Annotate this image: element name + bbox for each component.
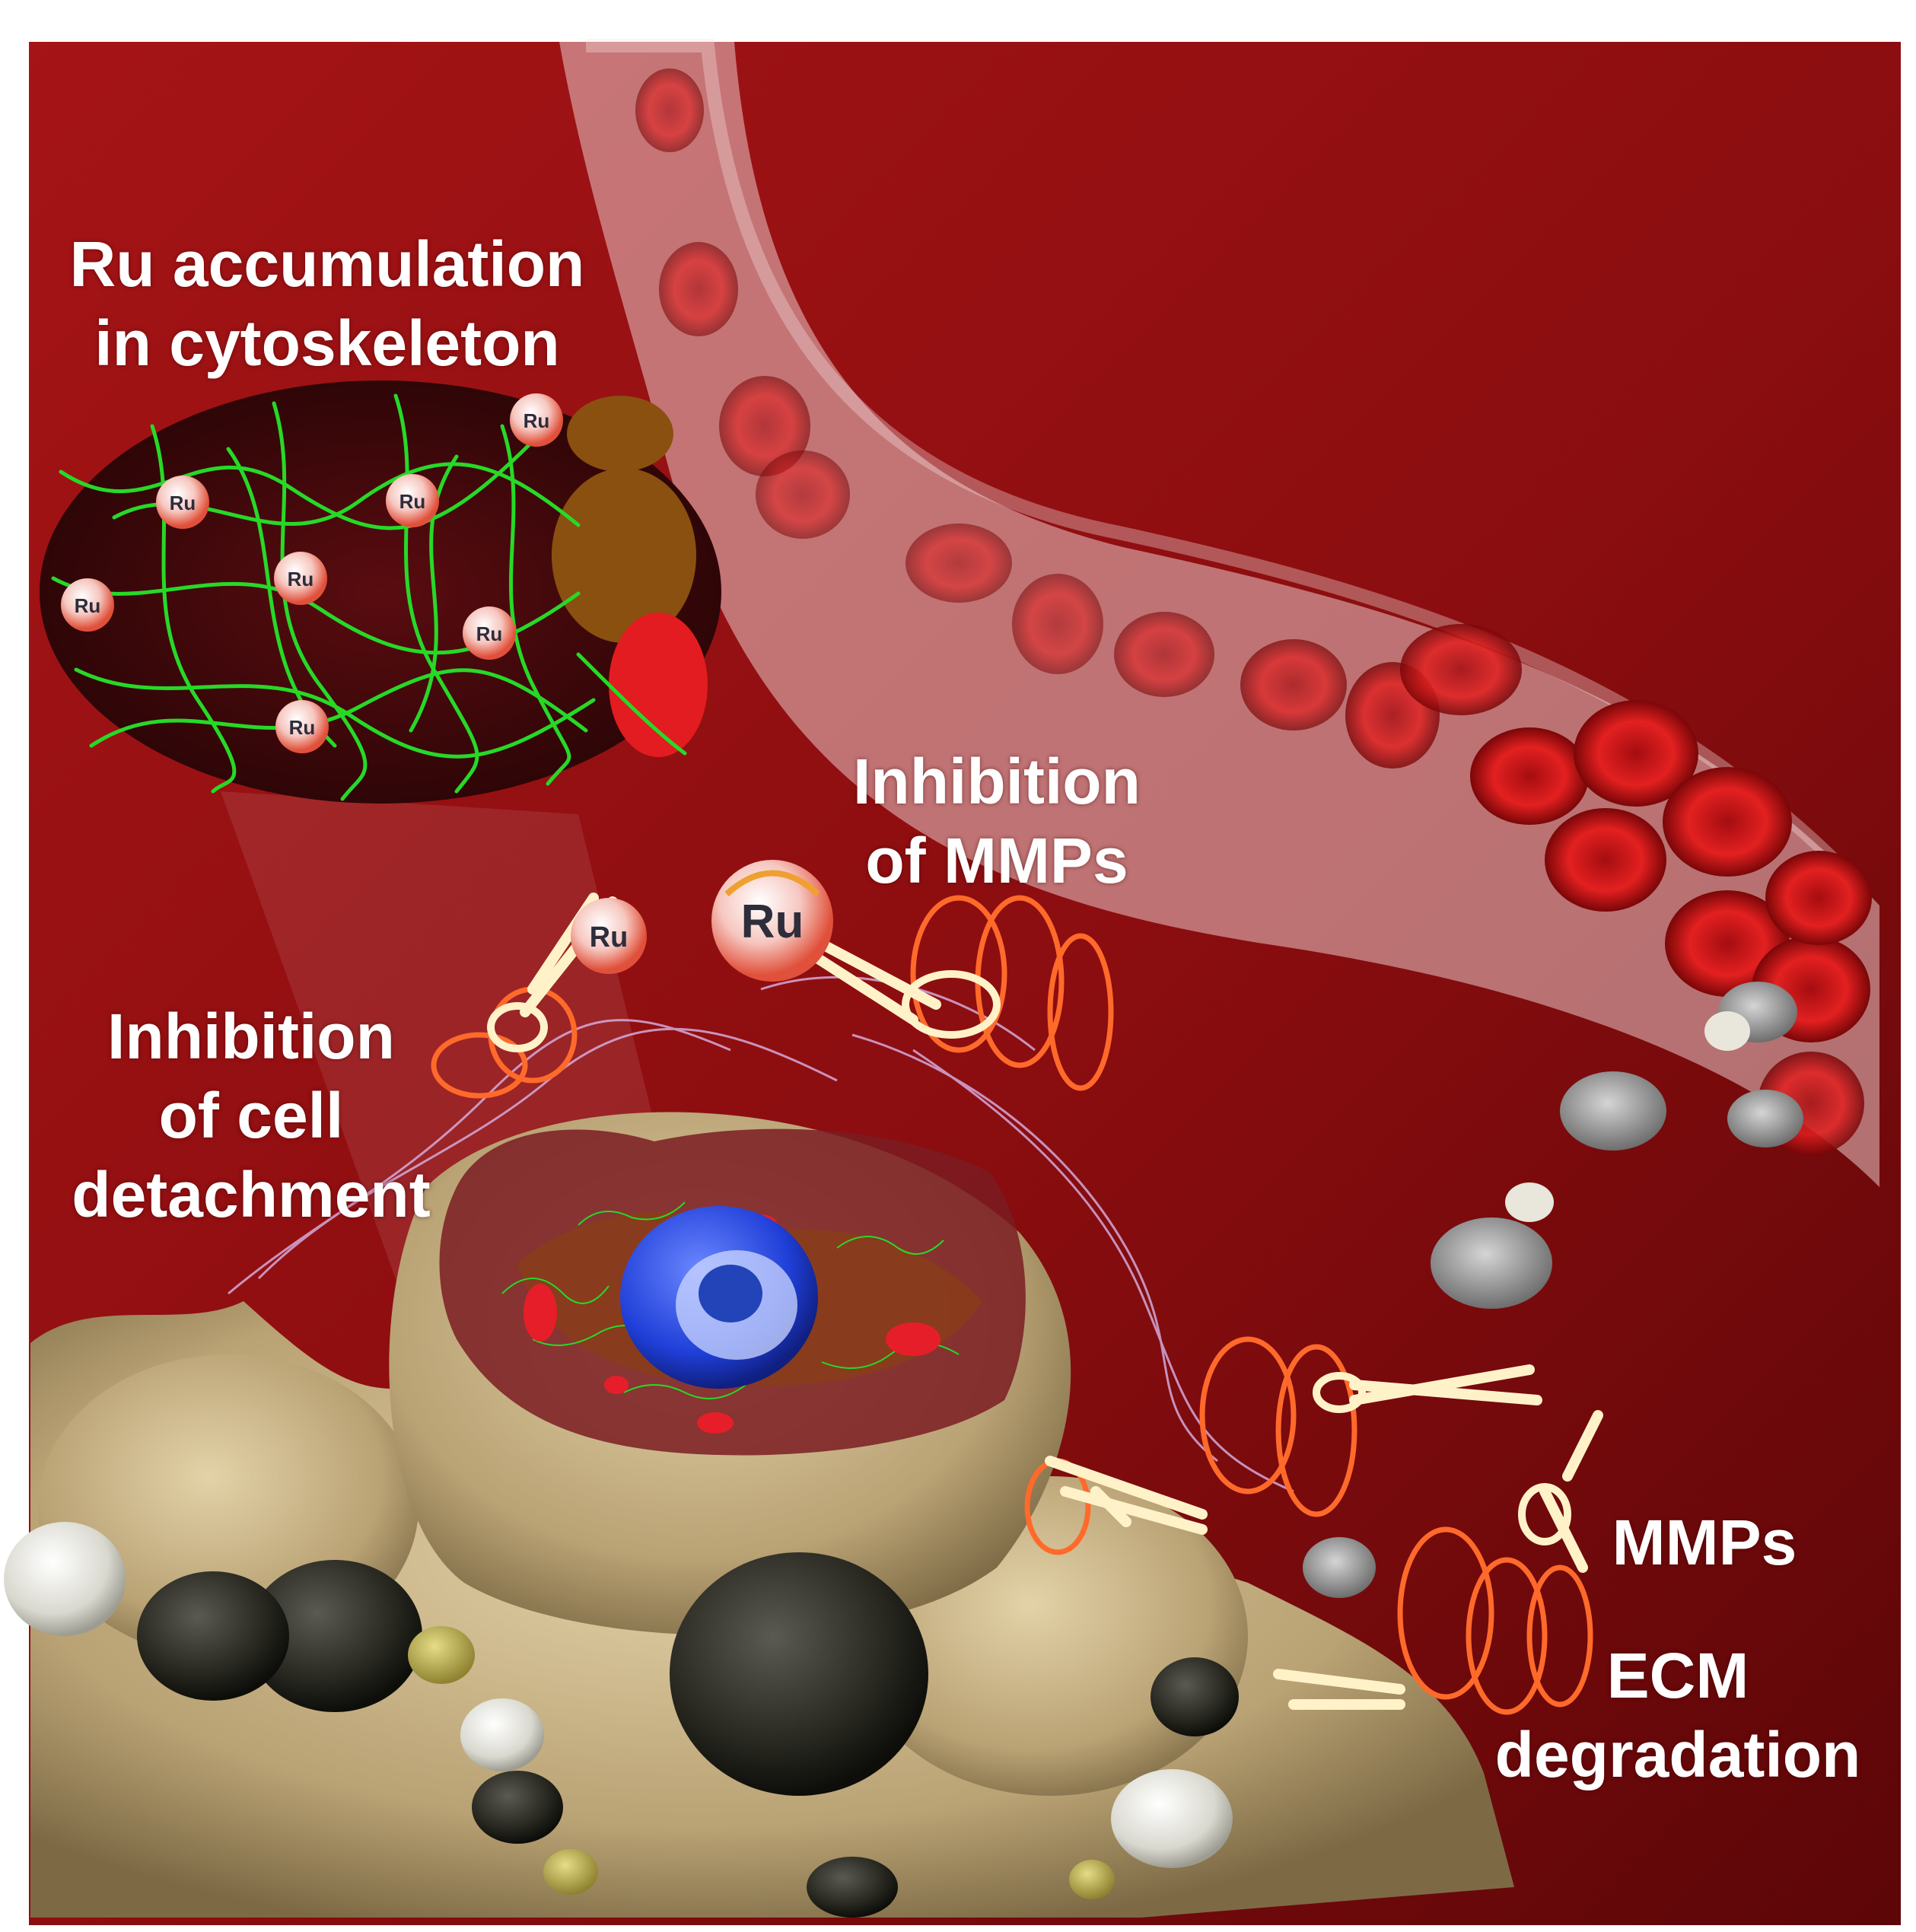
red-blood-cells (635, 68, 1872, 1155)
svg-text:Ru: Ru (741, 896, 804, 948)
nucleolus (699, 1265, 762, 1322)
svg-text:Ru: Ru (75, 594, 101, 617)
label-inhibition-detachment: Inhibition of cell detachment (38, 997, 464, 1234)
label-line: of cell (158, 1080, 344, 1151)
tumor-cell-cutaway (439, 1128, 1026, 1456)
label-line: Ru accumulation (69, 228, 585, 300)
label-ecm-degradation: ECM degradation (1457, 1636, 1898, 1794)
circulating-tumor-cells (1303, 982, 1803, 1598)
label-line: MMPs (1612, 1507, 1797, 1578)
ru-particles: Ru Ru Ru Ru Ru Ru Ru Ru (61, 393, 833, 982)
svg-text:Ru: Ru (476, 622, 503, 645)
svg-text:Ru: Ru (524, 409, 550, 432)
ru-particle-large: Ru (711, 860, 833, 982)
svg-text:Ru: Ru (170, 492, 196, 514)
svg-text:Ru: Ru (288, 568, 314, 590)
ru-particle-inset: Ru (386, 474, 439, 527)
ru-particle-inset: Ru (463, 606, 516, 660)
svg-text:Ru: Ru (399, 490, 426, 513)
label-inhibition-mmps: Inhibition of MMPs (791, 742, 1202, 900)
label-line: in cytoskeleton (94, 307, 560, 379)
ru-particle-inset: Ru (274, 552, 327, 605)
ru-particle-medium: Ru (571, 898, 647, 974)
actin-filaments (51, 393, 687, 801)
mmp-scissors (487, 893, 1603, 1710)
label-line: of MMPs (865, 825, 1128, 896)
svg-text:Ru: Ru (590, 921, 629, 953)
blood-vessel (559, 42, 1879, 1187)
svg-text:Ru: Ru (289, 716, 316, 739)
label-mmps: MMPs (1583, 1503, 1826, 1582)
label-line: Inhibition (853, 746, 1141, 817)
label-line: degradation (1494, 1719, 1861, 1790)
ru-particle-inset: Ru (156, 476, 209, 529)
ru-particle-inset: Ru (61, 578, 114, 632)
ru-particle-inset: Ru (510, 393, 563, 447)
tumor-mass (4, 1112, 1514, 1918)
label-line: Inhibition (107, 1001, 395, 1072)
cytoskeleton-inset (40, 380, 721, 804)
label-line: ECM (1606, 1640, 1749, 1711)
label-line: detachment (72, 1159, 431, 1230)
ru-particle-inset: Ru (275, 700, 329, 753)
label-ru-accumulation: Ru accumulation in cytoskeleton (23, 224, 632, 383)
